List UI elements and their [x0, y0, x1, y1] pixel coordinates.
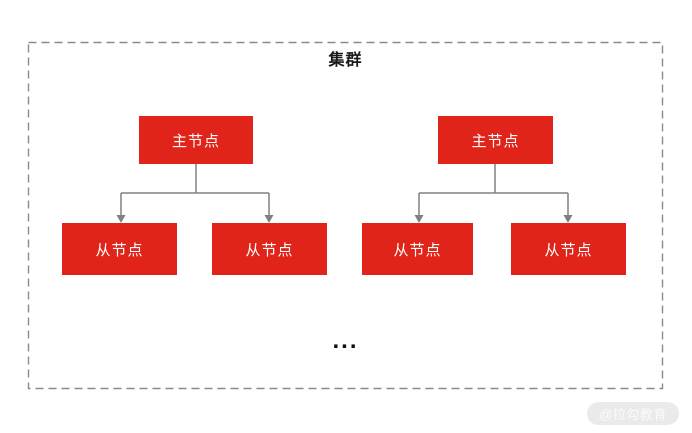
- node-label: 主节点: [471, 132, 520, 150]
- slave-node-4: 从节点: [511, 223, 626, 275]
- master-node-2: 主节点: [438, 116, 553, 164]
- slave-node-1: 从节点: [62, 223, 177, 275]
- slave-node-2: 从节点: [212, 223, 327, 275]
- diagram-title: 集群: [328, 52, 363, 69]
- node-label: 主节点: [171, 132, 220, 150]
- more-groups-ellipsis: ...: [332, 327, 359, 354]
- master-node-1: 主节点: [139, 116, 253, 164]
- arrowhead-icon: [116, 215, 126, 223]
- connector-group-2: [418, 164, 569, 215]
- slave-node-3: 从节点: [362, 223, 473, 275]
- node-label: 从节点: [245, 241, 294, 259]
- cluster-boundary-box: [27, 41, 664, 390]
- node-label: 从节点: [393, 241, 442, 259]
- connector-group-1: [120, 164, 270, 215]
- node-label: 从节点: [544, 241, 593, 259]
- watermark-badge: @拉勾教育: [587, 402, 679, 425]
- arrowhead-icon: [414, 215, 424, 223]
- arrowhead-icon: [264, 215, 274, 223]
- node-label: 从节点: [95, 241, 144, 259]
- arrowhead-icon: [563, 215, 573, 223]
